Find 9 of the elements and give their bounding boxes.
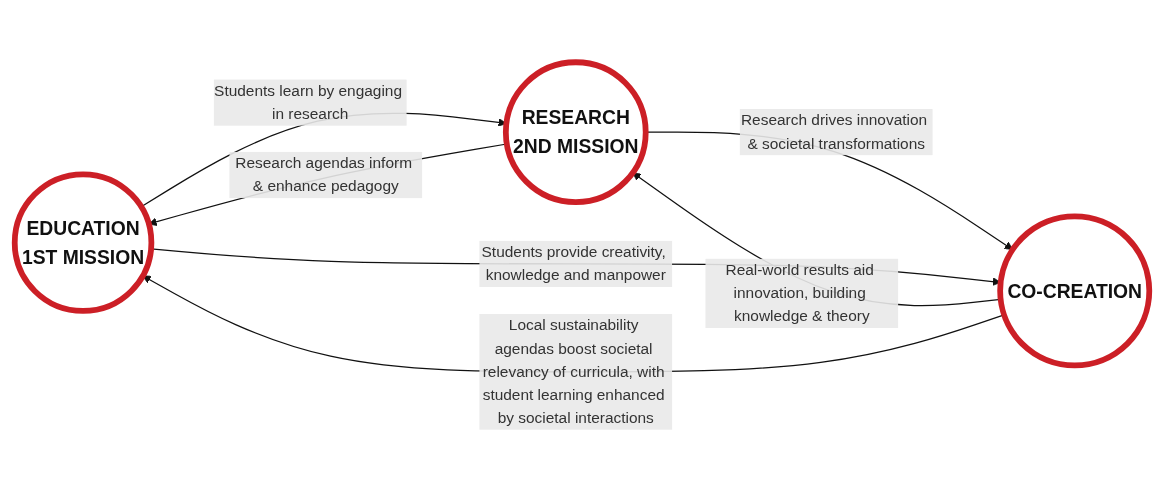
node-circle: EDUCATION 1ST MISSION [11,171,154,314]
edge-label: Local sustainability agendas boost societal relevancy of curricula, with student learning enhanced by societal interactions [482,316,665,426]
edge-label: Research agendas inform & enhance pedagogy [234,154,412,195]
edge-label: Real-world results aid innovation, building knowledge & theory [724,261,874,325]
node-circle: CO-CREATION [996,213,1152,369]
edge-label: Research drives innovation & societal transformations [740,111,927,152]
edge-label: Students learn by engaging in research [213,82,402,122]
node-circle: RESEARCH 2ND MISSION [502,59,649,206]
edge-label: Students provide creativity, knowledge and manpower [481,243,666,284]
